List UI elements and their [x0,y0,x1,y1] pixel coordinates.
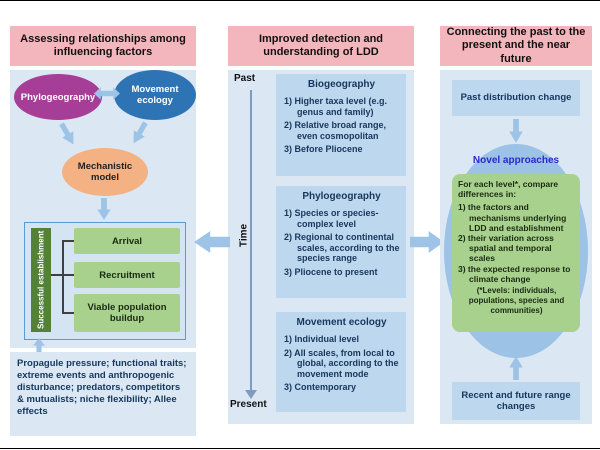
past-label: Past [234,73,256,84]
future-range-box: Recent and future range changes [452,382,580,420]
timeline-arrowhead-icon [245,390,257,399]
timeline-line [250,90,252,390]
factors-note: Propagule pressure; functional traits; e… [10,352,196,436]
mechanistic-model-ellipse: Mechanistic model [62,148,148,196]
movement-ecology-item-3: 3) Contemporary [284,382,357,392]
movement-ecology-item-2: 2) All scales, from local to global, acc… [284,347,399,379]
panel-right-header: Connecting the past to the present and t… [440,26,592,66]
phylogeography-title: Phylogeography [302,191,381,202]
movement-ecology-item-1: 1) Individual level [284,334,360,344]
bracket-line-recruitment [51,274,74,276]
stage-arrival: Arrival [74,228,180,254]
bottom-border-line [0,448,600,449]
novel-approaches-title: Novel approaches [472,155,560,166]
compare-box: For each level*, compare differences in:… [452,174,580,332]
phylogeography-item-2: 2) Regional to continental scales, accor… [284,232,400,263]
past-distribution-box: Past distribution change [452,80,580,116]
arrow-middle-to-left-icon [194,231,230,253]
compare-item-1: 1) the factors and mechanisms underlying… [458,202,567,233]
successful-establishment-bar: Successful establishment [31,228,51,332]
double-arrow-icon [94,87,120,100]
arrow-middle-to-right-icon [410,231,444,253]
phylogeography-item-1: 1) Species or species-complex level [284,208,379,229]
biogeography-title: Biogeography [307,79,376,90]
movement-ecology-ellipse: Movement ecology [114,70,196,120]
bracket-vertical-line [62,240,64,314]
panel-middle-header: Improved detection and understanding of … [228,26,414,66]
levels-note: (*Levels: individuals, populations, spec… [468,286,565,316]
movement-ecology-box: Movement ecology 1) Individual level 2) … [276,312,406,412]
compare-item-3: 3) the expected response to climate chan… [458,263,571,284]
biogeography-item-3: 3) Before Pliocene [284,144,363,154]
panel-left-header: Assessing relationships among influencin… [10,26,196,66]
phylogeography-ellipse: Phylogeography [14,74,102,120]
compare-intro: For each level*, compare differences in: [458,179,559,200]
bracket-line-viable [64,312,74,314]
phylogeography-box: Phylogeography 1) Species or species-com… [276,186,406,298]
movement-ecology-title: Movement ecology [296,317,387,328]
stage-viable-population: Viable population buildup [74,294,180,332]
time-label: Time [238,223,250,248]
bracket-line-arrival [64,240,74,242]
compare-item-2: 2) their variation across spatial and te… [458,233,554,264]
biogeography-item-2: 2) Relative broad range, even cosmopolit… [284,120,387,141]
top-border-line [0,0,600,1]
present-label: Present [230,399,267,410]
phylogeography-item-3: 3) Pliocene to present [284,266,378,277]
biogeography-box: Biogeography 1) Higher taxa level (e.g. … [276,74,406,176]
arrow-factors-to-establishment-icon [33,338,45,354]
stage-recruitment: Recruitment [74,262,180,288]
biogeography-item-1: 1) Higher taxa level (e.g. genus and fam… [284,96,388,117]
